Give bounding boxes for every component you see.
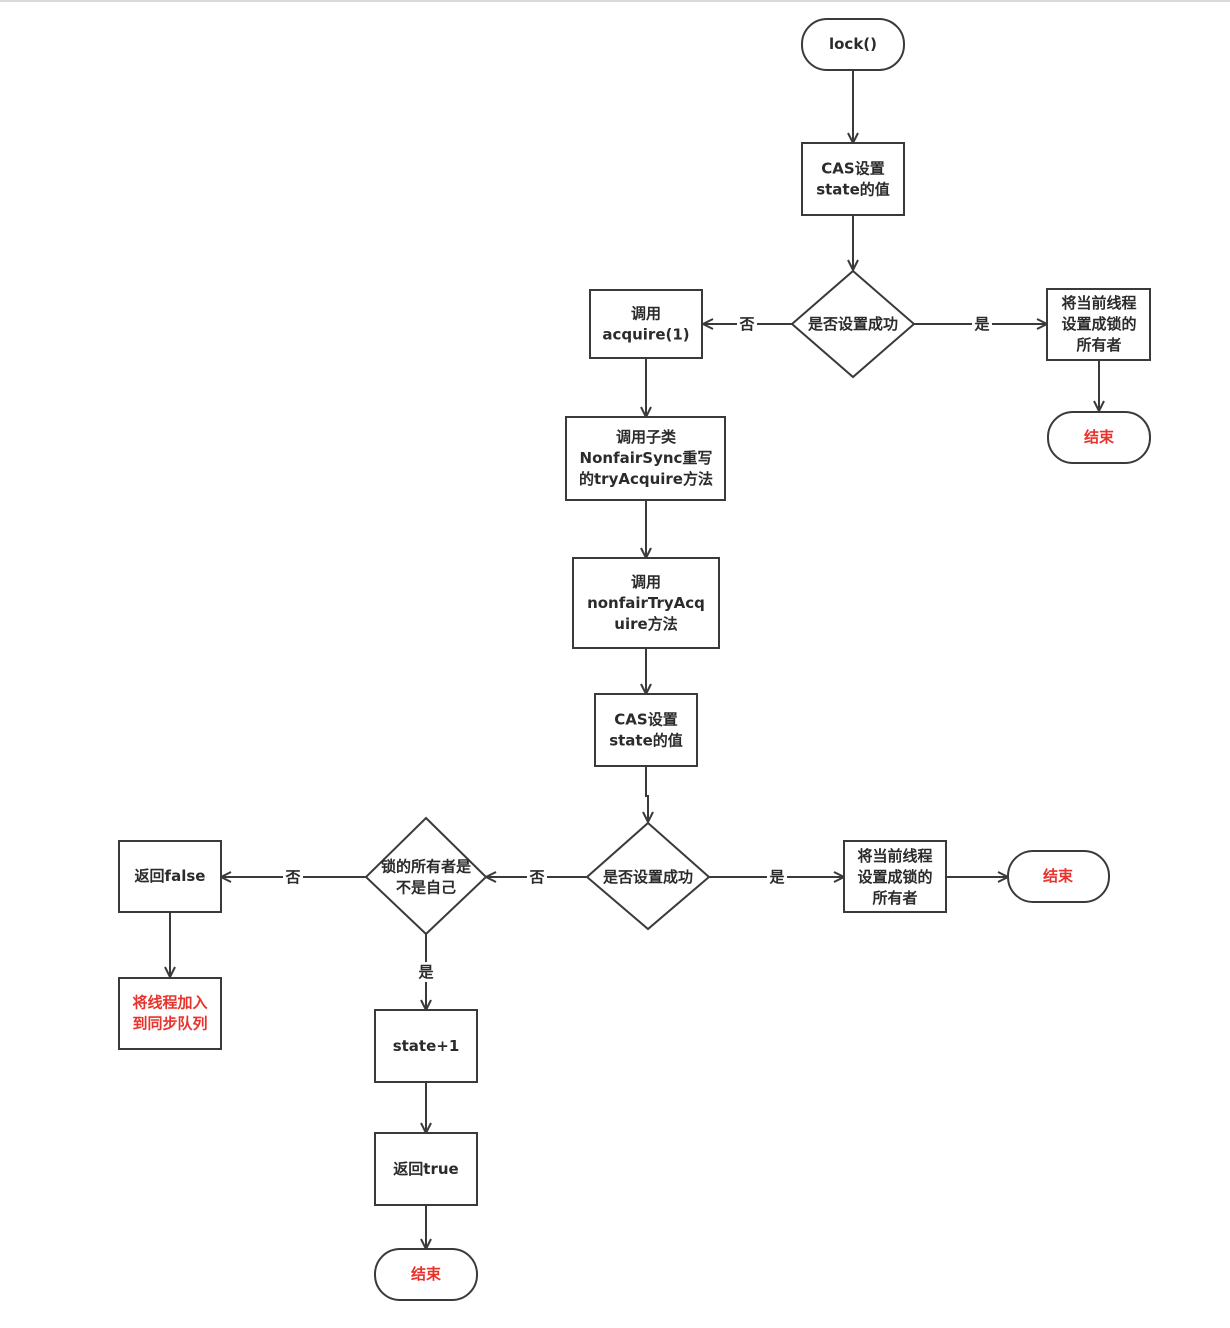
- process-call-tryacquire-label: 调用子类 NonfairSync重写的tryAcquire方法: [579, 428, 713, 488]
- end-node-3-label: 结束: [411, 1265, 442, 1283]
- process-cas-set-state-2: CAS设置 state的值: [594, 693, 698, 767]
- node-text-line: 锁的所有者是: [381, 858, 472, 876]
- node-text-line: 结束: [1084, 428, 1115, 446]
- svg-text:否: 否: [738, 315, 754, 333]
- node-text-line: 返回true: [393, 1160, 458, 1178]
- decision-owner-is-self-label: 锁的所有者是不是自己: [381, 858, 472, 897]
- node-text-line: uire方法: [614, 615, 677, 633]
- start-node-lock: lock(): [801, 18, 905, 71]
- node-text-line: lock(): [829, 35, 877, 53]
- top-divider: [0, 0, 1230, 2]
- end-node-2-label: 结束: [1043, 867, 1074, 885]
- process-return-false: 返回false: [118, 840, 222, 913]
- process-call-tryacquire: 调用子类 NonfairSync重写的tryAcquire方法: [565, 416, 726, 501]
- node-text-line: 所有者: [1076, 336, 1121, 354]
- end-node-1-label: 结束: [1084, 428, 1115, 446]
- edge-label-dec2-yes: 是: [767, 867, 787, 887]
- node-text-line: 调用: [631, 305, 661, 323]
- node-text-line: 调用子类: [616, 428, 677, 446]
- process-enqueue-thread-label: 将线程加入到同步队列: [132, 994, 207, 1033]
- edge-cas2-to-dec2: [646, 766, 648, 822]
- process-return-true-label: 返回true: [393, 1160, 458, 1178]
- node-text-line: 结束: [411, 1265, 442, 1283]
- node-text-line: 设置成锁的: [1061, 315, 1136, 333]
- node-text-line: nonfairTryAcq: [587, 594, 705, 612]
- node-text-line: 结束: [1043, 867, 1074, 885]
- edge-label-dec3-yes: 是: [416, 962, 436, 982]
- node-text-line: 是否设置成功: [602, 868, 693, 886]
- end-node-2: 结束: [1007, 850, 1110, 903]
- node-text-line: 调用: [631, 573, 661, 591]
- process-cas-set-state-1-label: CAS设置 state的值: [816, 160, 890, 199]
- decision-set-success-2: 是否设置成功: [585, 821, 711, 931]
- node-text-line: NonfairSync重写: [580, 449, 713, 467]
- svg-text:否: 否: [284, 868, 300, 886]
- process-enqueue-thread: 将线程加入到同步队列: [118, 977, 222, 1050]
- end-node-1: 结束: [1047, 411, 1151, 464]
- process-return-true: 返回true: [374, 1132, 478, 1206]
- edges: [170, 70, 1099, 1249]
- process-state-plus-one: state+1: [374, 1009, 478, 1083]
- node-text-line: 所有者: [872, 889, 917, 907]
- node-text-line: 设置成锁的: [857, 868, 932, 886]
- node-text-line: 的tryAcquire方法: [579, 470, 713, 488]
- decision-set-success-1: 是否设置成功: [790, 269, 916, 379]
- process-set-owner-1-label: 将当前线程设置成锁的所有者: [1061, 294, 1136, 354]
- node-text-line: 不是自己: [396, 879, 456, 897]
- process-return-false-label: 返回false: [135, 867, 206, 885]
- edge-label-dec1-no: 否: [737, 314, 757, 334]
- edge-labels: 否 是 否 是 否 是: [283, 314, 992, 982]
- decision-set-success-2-label: 是否设置成功: [602, 868, 693, 886]
- start-node-lock-label: lock(): [829, 35, 877, 53]
- process-call-acquire-label: 调用 acquire(1): [602, 305, 689, 344]
- node-text-line: 将当前线程: [1061, 294, 1136, 312]
- node-text-line: CAS设置: [614, 711, 677, 729]
- node-text-line: state的值: [816, 181, 890, 199]
- node-text-line: state+1: [393, 1037, 460, 1055]
- node-text-line: CAS设置: [821, 160, 884, 178]
- decision-set-success-1-label: 是否设置成功: [807, 315, 898, 333]
- node-text-line: 将当前线程: [857, 847, 932, 865]
- edge-label-dec2-no: 否: [527, 867, 547, 887]
- svg-text:是: 是: [417, 963, 434, 981]
- node-text-line: acquire(1): [602, 326, 689, 344]
- process-set-owner-2: 将当前线程设置成锁的所有者: [843, 840, 947, 913]
- node-text-line: 将线程加入: [132, 994, 207, 1012]
- svg-text:是: 是: [768, 868, 785, 886]
- process-call-acquire: 调用 acquire(1): [589, 289, 703, 359]
- process-state-plus-one-label: state+1: [393, 1037, 460, 1055]
- process-cas-set-state-2-label: CAS设置 state的值: [609, 711, 683, 750]
- svg-text:是: 是: [973, 315, 990, 333]
- edge-label-dec3-no: 否: [283, 867, 303, 887]
- node-text-line: state的值: [609, 732, 683, 750]
- node-text-line: 到同步队列: [132, 1015, 207, 1033]
- edge-label-dec1-yes: 是: [972, 314, 992, 334]
- process-call-nonfairtryacquire-label: 调用 nonfairTryAcq uire方法: [587, 573, 705, 633]
- node-text-line: 是否设置成功: [807, 315, 898, 333]
- process-cas-set-state-1: CAS设置 state的值: [801, 142, 905, 216]
- node-text-line: 返回false: [135, 867, 206, 885]
- decision-owner-is-self: 锁的所有者是不是自己: [364, 816, 488, 936]
- process-set-owner-2-label: 将当前线程设置成锁的所有者: [857, 847, 932, 907]
- process-call-nonfairtryacquire: 调用 nonfairTryAcq uire方法: [572, 557, 720, 649]
- process-set-owner-1: 将当前线程设置成锁的所有者: [1046, 288, 1151, 361]
- end-node-3: 结束: [374, 1248, 478, 1301]
- svg-text:否: 否: [528, 868, 544, 886]
